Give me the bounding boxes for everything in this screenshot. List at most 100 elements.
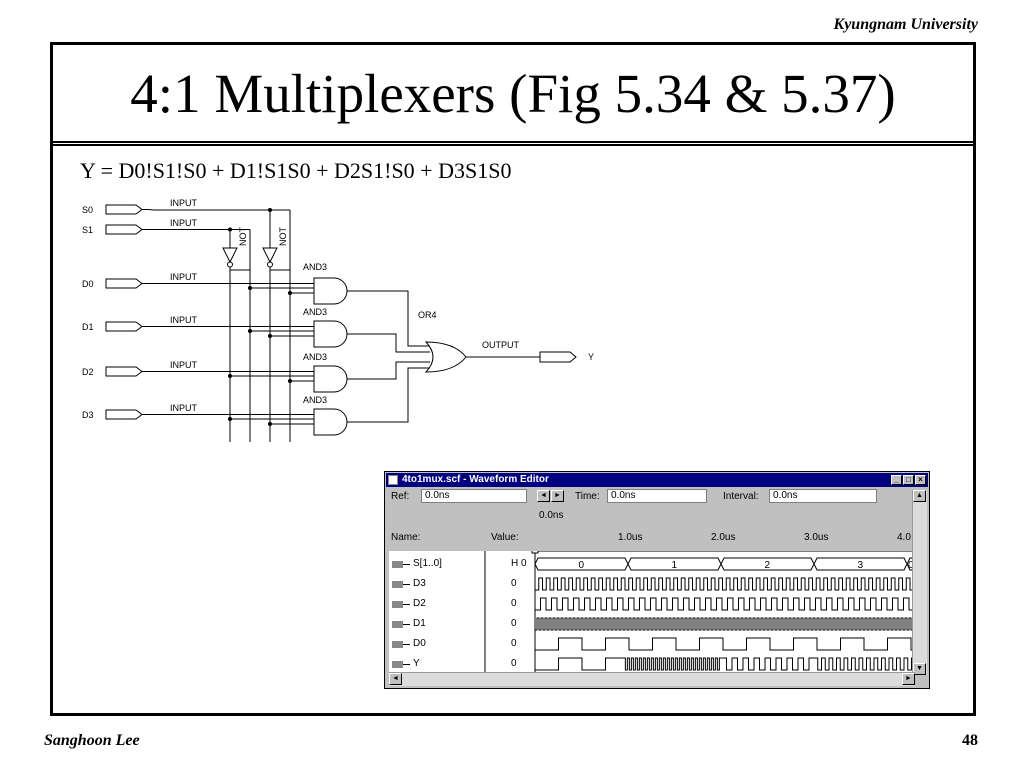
bus-segment [627,557,722,571]
waveform-trace [535,597,915,611]
signal-pin-icon [392,641,410,648]
author-label: Sanghoon Lee [44,732,140,749]
page-number: 48 [962,732,978,749]
mux-equation: Y = D0!S1!S0 + D1!S1S0 + D2S1!S0 + D3S1S… [80,158,512,183]
scroll-up-icon[interactable]: ▲ [913,490,926,502]
output-name: Y [588,352,594,362]
mux-schematic: S0 S1 D0 D1 D2 D3 INPUT INPUT INPUT INPU… [82,198,594,442]
name-column-header: Name: [391,532,421,543]
input-label: INPUT [170,198,198,208]
interval-field[interactable]: 0.0ns [769,489,877,503]
signal-row[interactable]: D1 0 [389,615,915,635]
cursor-handle [531,551,539,554]
not-label: NOT [238,227,248,247]
signal-row[interactable]: D2 0 [389,595,915,615]
and-label: AND3 [303,262,327,272]
signal-value: H 0 [511,558,527,569]
pin-d2 [105,366,143,377]
time-tick-label: 4.0 [897,532,911,543]
bus-value: 2 [765,560,771,571]
close-icon[interactable]: × [915,475,926,485]
window-title: 4to1mux.scf - Waveform Editor [402,474,549,485]
value-column-header: Value: [491,532,519,543]
time-tick-label: 2.0us [711,532,736,543]
input-label: INPUT [170,272,198,282]
signal-row[interactable]: D3 0 [389,575,915,595]
window-titlebar[interactable]: 4to1mux.scf - Waveform Editor _ □ × [386,473,928,487]
bus-value: 0 [908,560,914,571]
signal-value: 0 [511,638,517,649]
university-label: Kyungnam University [833,16,978,33]
time-field[interactable]: 0.0ns [607,489,707,503]
signal-name: D2 [413,598,426,609]
input-label: INPUT [170,403,198,413]
pin-d3 [105,409,143,420]
and-label: AND3 [303,395,327,405]
time-tick-label: 1.0us [618,532,643,543]
bus-value: 0 [579,560,585,571]
bus-value: 3 [858,560,864,571]
label-d3: D3 [82,410,94,420]
or-label: OR4 [418,310,437,320]
next-transition-icon[interactable]: ► [551,490,564,502]
bus-value: 1 [672,560,678,571]
interval-label: Interval: [723,491,759,502]
horizontal-scrollbar[interactable]: ◄ ► [389,672,915,686]
signal-row[interactable]: S[1..0] H 0 [389,555,915,575]
signal-row[interactable]: D0 0 [389,635,915,655]
signal-value: 0 [511,618,517,629]
pin-d1 [105,321,143,332]
bus-segment [813,557,908,571]
label-s1: S1 [82,225,93,235]
scroll-left-icon[interactable]: ◄ [389,673,402,685]
time-label: Time: [575,491,600,502]
ref-label: Ref: [391,491,410,502]
label-d0: D0 [82,279,94,289]
minimize-icon[interactable]: _ [891,475,902,485]
signal-name: D0 [413,638,426,649]
signal-name: D1 [413,618,426,629]
waveform-editor-window: 4to1mux.scf - Waveform Editor _ □ × Ref:… [384,471,930,689]
vertical-scrollbar[interactable]: ▲ ▼ [912,490,927,675]
scroll-down-icon[interactable]: ▼ [913,663,926,675]
input-label: INPUT [170,315,198,325]
app-icon [388,475,398,485]
prev-transition-icon[interactable]: ◄ [537,490,550,502]
waveform-trace [535,577,915,591]
and-label: AND3 [303,352,327,362]
pin-s0 [105,204,143,215]
input-label: INPUT [170,360,198,370]
signal-pin-icon [392,661,410,668]
waveform-trace [535,657,915,671]
label-s0: S0 [82,205,93,215]
signal-value: 0 [511,598,517,609]
waveform-trace [535,617,915,631]
scroll-right-icon[interactable]: ► [902,673,915,685]
slide-title: 4:1 Multiplexers (Fig 5.34 & 5.37) [53,45,973,146]
signal-name: D3 [413,578,426,589]
input-label: INPUT [170,218,198,228]
time-tick-label: 3.0us [804,532,829,543]
signal-value: 0 [511,658,517,669]
label-d2: D2 [82,367,94,377]
signal-pin-icon [392,561,410,568]
and-label: AND3 [303,307,327,317]
ref-field[interactable]: 0.0ns [421,489,527,503]
signal-pin-icon [392,601,410,608]
waveform-canvas: 0 1 2 3 0 [484,551,915,675]
bus-segment [534,557,629,571]
label-d1: D1 [82,322,94,332]
pin-s1 [105,224,143,235]
signal-pin-icon [392,581,410,588]
cursor-time-label: 0.0ns [539,510,564,521]
signal-value: 0 [511,578,517,589]
output-label: OUTPUT [482,340,520,350]
signal-pin-icon [392,621,410,628]
signal-name: Y [413,658,420,669]
maximize-icon[interactable]: □ [903,475,914,485]
bus-segment [720,557,815,571]
waveform-trace [535,637,915,651]
signal-name: S[1..0] [413,558,442,569]
